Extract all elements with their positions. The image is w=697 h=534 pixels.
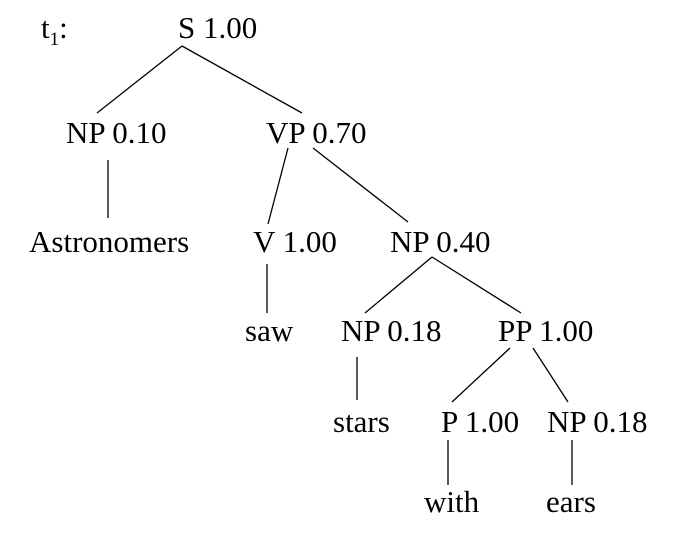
edge-np-np <box>364 256 433 314</box>
edge-pp-p <box>451 347 511 403</box>
tree-nodes: S 1.00 NP 0.10 VP 0.70 Astronomers V 1.0… <box>29 10 647 519</box>
node-pp: PP 1.00 <box>498 313 593 348</box>
edge-pp-np <box>532 347 569 403</box>
tree-label-suffix: : <box>59 10 68 45</box>
node-np-subject: NP 0.10 <box>66 115 166 150</box>
edge-np-pp <box>431 256 522 314</box>
edge-s-np <box>96 45 183 114</box>
leaf-ears: ears <box>546 484 596 519</box>
edge-s-vp <box>181 45 303 114</box>
node-vp: VP 0.70 <box>266 115 366 150</box>
node-p: P 1.00 <box>441 404 519 439</box>
node-v: V 1.00 <box>253 224 337 259</box>
tree-label: t1: <box>41 10 68 50</box>
leaf-astronomers: Astronomers <box>29 224 189 259</box>
leaf-stars: stars <box>333 404 390 439</box>
node-np-ears: NP 0.18 <box>547 404 647 439</box>
edge-vp-v <box>267 147 289 225</box>
tree-edges <box>96 45 573 485</box>
tree-label-base: t <box>41 10 50 45</box>
edge-vp-np <box>312 147 409 223</box>
node-np-stars: NP 0.18 <box>341 313 441 348</box>
leaf-saw: saw <box>245 313 294 348</box>
tree-label-subscript: 1 <box>50 29 60 50</box>
leaf-with: with <box>424 484 480 519</box>
node-np-object: NP 0.40 <box>390 224 490 259</box>
node-s: S 1.00 <box>178 10 257 45</box>
